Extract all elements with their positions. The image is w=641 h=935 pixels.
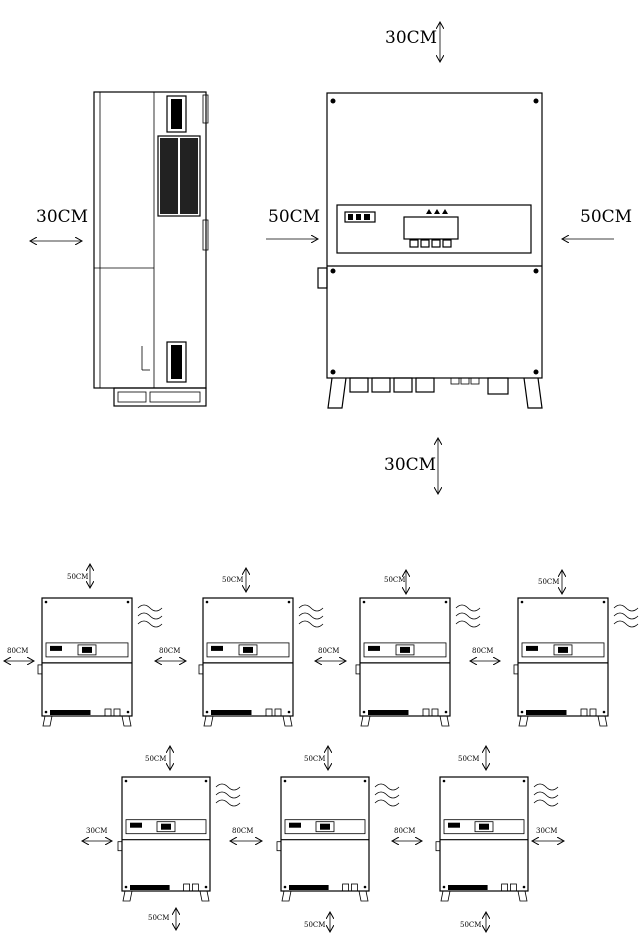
multi-unit-arrows [4, 564, 564, 932]
heat-wave-icon [137, 604, 163, 628]
clear-bottom-label: 30CM [384, 455, 436, 475]
row1-top-label-1: 50CM [67, 573, 88, 581]
heat-wave-icon [613, 604, 639, 628]
heat-wave-icon [215, 783, 241, 807]
small-inverter-unit [513, 597, 609, 727]
multi-unit-layout [37, 597, 639, 902]
row2-bottom-label-1: 50CM [148, 914, 169, 922]
small-inverter-unit [435, 776, 529, 902]
row2-between-label-1: 80CM [232, 827, 253, 835]
heat-wave-icon [374, 783, 400, 807]
clear-left-label: 50CM [268, 207, 320, 227]
row1-top-label-4: 50CM [538, 578, 559, 586]
row2-top-label-3: 50CM [458, 755, 479, 763]
row2-top-label-1: 50CM [145, 755, 166, 763]
row2-top-label-2: 50CM [304, 755, 325, 763]
row1-between-label-1: 80CM [159, 647, 180, 655]
row2-bottom-label-2: 50CM [304, 921, 325, 929]
row1-between-label-3: 80CM [472, 647, 493, 655]
heat-wave-icon [533, 783, 559, 807]
clear-side-label: 30CM [36, 207, 88, 227]
row1-top-label-2: 50CM [222, 576, 243, 584]
clear-top-label: 30CM [385, 28, 437, 48]
row1-top-label-3: 50CM [384, 576, 405, 584]
clear-right-label: 50CM [580, 207, 632, 227]
row1-labels: 50CM 50CM 50CM 50CM 80CM 80CM 80CM 80CM [7, 573, 559, 655]
inverter-front-view [317, 92, 543, 409]
heat-wave-icon [455, 604, 481, 628]
inverter-side-view [93, 91, 209, 407]
small-inverter-unit [198, 597, 294, 727]
top-clearance-labels: 30CM 30CM 50CM 50CM 30CM [30, 22, 632, 494]
row2-bottom-label-3: 50CM [460, 921, 481, 929]
small-inverter-unit [117, 776, 211, 902]
row1-between-label-2: 80CM [318, 647, 339, 655]
small-inverter-unit [37, 597, 133, 727]
row2-right-label: 30CM [536, 827, 557, 835]
heat-wave-icon [298, 604, 324, 628]
row1-left-label: 80CM [7, 647, 28, 655]
row2-left-label: 30CM [86, 827, 107, 835]
row2-between-label-2: 80CM [394, 827, 415, 835]
small-inverter-unit [276, 776, 370, 902]
small-inverter-unit [355, 597, 451, 727]
row2-labels: 50CM 50CM 50CM 30CM 80CM 80CM 30CM 50CM … [86, 755, 557, 929]
